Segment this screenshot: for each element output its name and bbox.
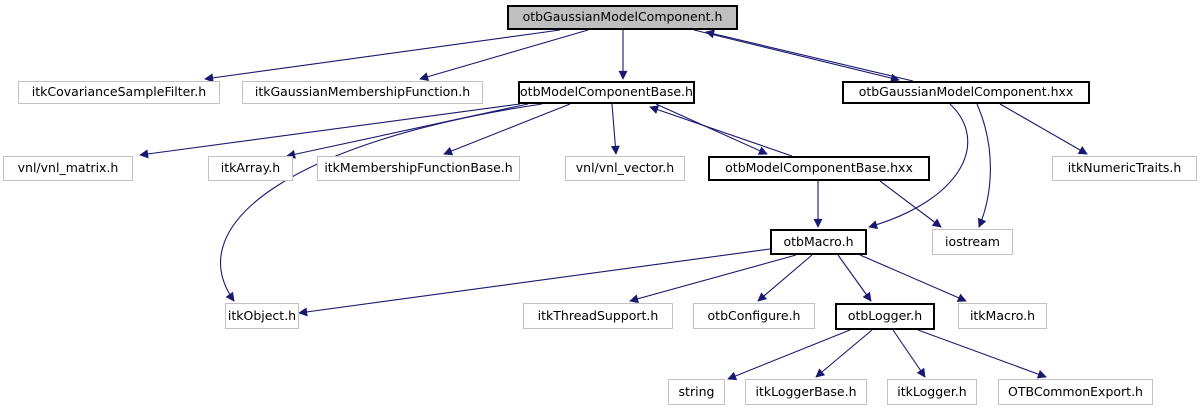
edge-otbMacro-to-itkObject xyxy=(298,248,771,317)
edge-otbModelComponentBase-hxx-to-otbModelComponentBase-h xyxy=(649,105,793,157)
node-itkMembershipFunctionBase-h: itkMembershipFunctionBase.h xyxy=(317,156,520,181)
node-itkMacro-h: itkMacro.h xyxy=(958,303,1047,329)
node-otbModelComponentBase-h[interactable]: otbModelComponentBase.h xyxy=(518,81,695,104)
node-otbConfigure-h: otbConfigure.h xyxy=(693,303,815,329)
edge-otbLogger-to-OTBCommonExport xyxy=(917,329,1047,379)
node-string: string xyxy=(668,379,725,405)
edge-main-to-itkCovarianceSampleFilter xyxy=(204,29,561,83)
edge-otbGaussianModelComponent-hxx-to-otbMacro xyxy=(868,103,969,230)
edge-otbModelComponentBase-h-to-itkMembershipFunctionBase xyxy=(443,103,571,156)
edge-otbMacro-to-otbLogger xyxy=(837,254,872,302)
edge-otbModelComponentBase-h-to-otbModelComponentBase-hxx xyxy=(655,103,768,155)
node-itkGaussianMembershipFunction-h: itkGaussianMembershipFunction.h xyxy=(242,81,483,104)
edge-main-to-otbGaussianModelComponent-hxx xyxy=(693,29,900,83)
node-itkLoggerBase-h: itkLoggerBase.h xyxy=(745,379,867,405)
node-itkThreadSupport-h: itkThreadSupport.h xyxy=(523,303,673,329)
edge-otbLogger-to-string xyxy=(727,329,851,381)
node-vnl-vnl_matrix-h: vnl/vnl_matrix.h xyxy=(3,156,133,181)
edge-otbMacro-to-itkThreadSupport xyxy=(629,254,797,304)
node-otbGaussianModelComponent-hxx[interactable]: otbGaussianModelComponent.hxx xyxy=(842,81,1090,104)
edge-otbLogger-to-itkLoggerBase xyxy=(815,329,873,378)
edge-otbLogger-to-itkLogger xyxy=(892,329,926,378)
edge-otbModelComponentBase-h-to-vnl-vector xyxy=(610,103,620,155)
node-otbModelComponentBase-hxx[interactable]: otbModelComponentBase.hxx xyxy=(708,156,930,181)
edge-otbGaussianModelComponent-hxx-to-itkNumericTraits xyxy=(999,103,1088,155)
edge-otbMacro-to-otbConfigure xyxy=(757,254,813,302)
edge-main-to-itkGaussianMembershipFunction xyxy=(419,29,589,82)
edge-otbMacro-to-itkMacro xyxy=(859,254,967,302)
edge-otbGaussianModelComponent-hxx-to-main xyxy=(705,29,914,82)
node-otbMacro-h[interactable]: otbMacro.h xyxy=(770,229,867,255)
node-OTBCommonExport-h: OTBCommonExport.h xyxy=(998,379,1153,405)
node-itkArray-h: itkArray.h xyxy=(208,156,293,181)
node-iostream: iostream xyxy=(932,229,1013,255)
edge-otbModelComponentBase-h-to-itkObject xyxy=(220,103,543,302)
edge-otbModelComponentBase-hxx-to-iostream xyxy=(879,180,942,228)
node-vnl-vnl_vector-h: vnl/vnl_vector.h xyxy=(565,156,685,181)
edge-otbModelComponentBase-h-to-vnl-matrix xyxy=(139,103,521,159)
node-itkNumericTraits-h: itkNumericTraits.h xyxy=(1052,156,1197,181)
node-itkCovarianceSampleFilter-h: itkCovarianceSampleFilter.h xyxy=(18,81,220,104)
node-otbLogger-h[interactable]: otbLogger.h xyxy=(835,303,935,330)
node-otbGaussianModelComponent-h: otbGaussianModelComponent.h xyxy=(507,5,738,30)
node-itkObject-h: itkObject.h xyxy=(225,303,299,329)
edge-otbGaussianModelComponent-hxx-to-iostream xyxy=(976,103,991,228)
node-itkLogger-h: itkLogger.h xyxy=(887,379,977,405)
